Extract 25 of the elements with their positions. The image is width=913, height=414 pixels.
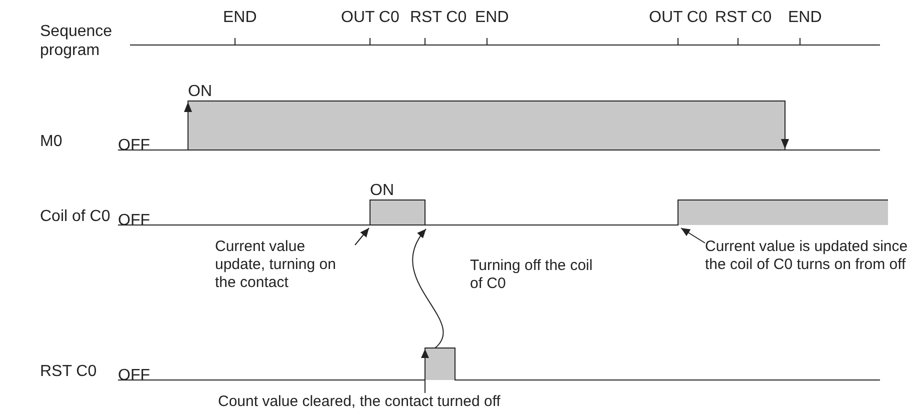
state-label: OFF xyxy=(118,366,150,385)
timeline-label: END xyxy=(475,8,509,27)
timeline-label: END xyxy=(223,8,257,27)
row-label: M0 xyxy=(40,132,62,151)
signal-waveform xyxy=(118,348,880,380)
timeline-label: OUT C0 xyxy=(341,8,400,27)
leader-line xyxy=(354,228,370,246)
row-label: Sequence program xyxy=(40,22,114,60)
timeline-label: OUT C0 xyxy=(649,8,708,27)
timeline-label: RST C0 xyxy=(715,8,772,27)
state-label: OFF xyxy=(118,136,150,155)
callout-text: Turning off the coil of C0 xyxy=(470,257,600,293)
state-label: ON xyxy=(188,82,212,101)
row-label: RST C0 xyxy=(40,362,97,381)
callout-text: Current value is updated since the coil of C0 turns on from off xyxy=(705,238,910,274)
state-label: OFF xyxy=(118,211,150,230)
leader-line xyxy=(680,228,706,244)
leader-line xyxy=(412,228,444,348)
leader-line xyxy=(421,348,429,394)
state-label: ON xyxy=(370,181,394,200)
timeline-label: RST C0 xyxy=(410,8,467,27)
timeline-label: END xyxy=(788,8,822,27)
callout-text: Count value cleared, the contact turned off xyxy=(218,393,633,411)
callout-text: Current value update, turning on the contact xyxy=(215,238,355,292)
row-label: Coil of C0 xyxy=(40,207,110,226)
